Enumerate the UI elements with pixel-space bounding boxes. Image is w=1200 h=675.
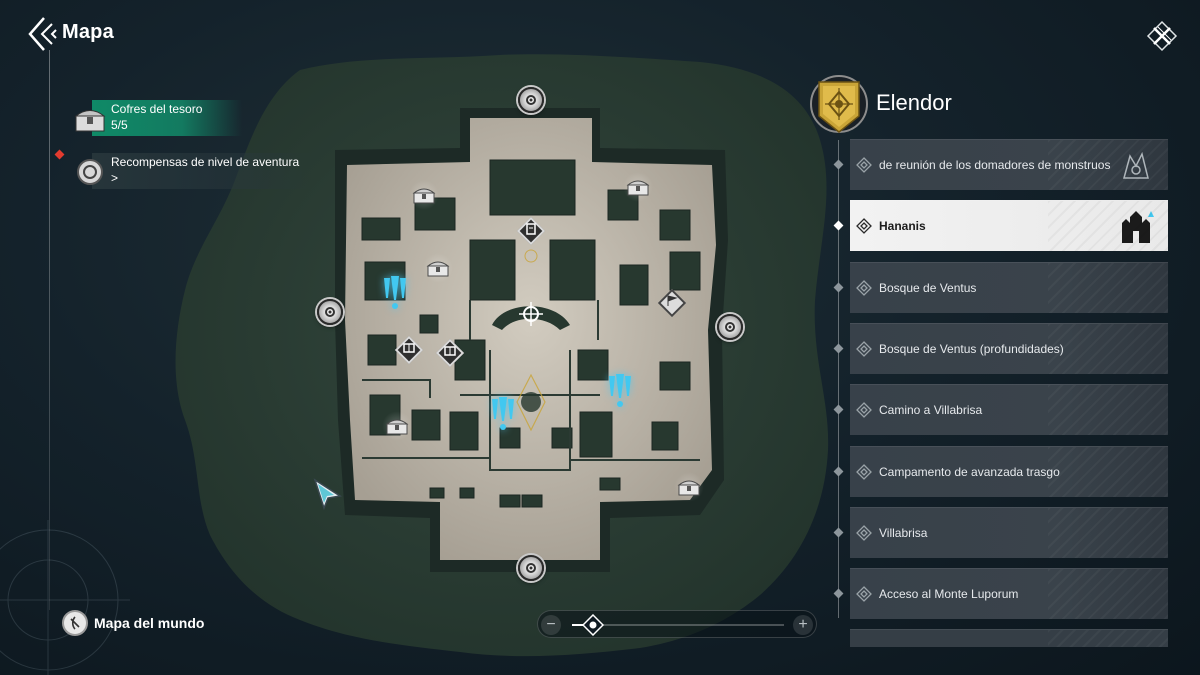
- beast-crest-icon: [1116, 148, 1156, 184]
- region-name: Elendor: [876, 90, 952, 115]
- location-item[interactable]: Camino a Villabrisa: [850, 384, 1168, 436]
- chest-icon: [70, 100, 110, 138]
- globe-icon: [62, 610, 88, 636]
- location-item[interactable]: Bosque de Ventus (profundidades): [850, 322, 1168, 374]
- waypoint-icon: [856, 463, 872, 480]
- flag-marker-icon[interactable]: [657, 288, 687, 318]
- location-item[interactable]: Campamento de avanzada trasgo: [850, 445, 1168, 497]
- waypoint-icon: [856, 524, 872, 541]
- guild-marker-icon[interactable]: [516, 216, 546, 246]
- central-plaza-emblem: [516, 249, 546, 432]
- waypoint-icon: [856, 402, 872, 419]
- location-label: Villabrisa: [879, 525, 928, 540]
- waypoint-icon: [856, 586, 872, 603]
- location-item[interactable]: de reunión de los domadores de monstruos: [850, 139, 1168, 190]
- player-cursor-icon: [312, 478, 342, 510]
- waypoint-icon: [856, 340, 872, 357]
- waypoint-icon: [856, 218, 872, 235]
- location-item[interactable]: Acceso al Monte Luporum: [850, 568, 1168, 620]
- tracked-treasure-chests[interactable]: Cofres del tesoro 5/5: [66, 98, 266, 142]
- tracked-adventure-rewards[interactable]: Recompensas de nivel de aventura >: [66, 151, 326, 195]
- tracked-label: Recompensas de nivel de aventura: [111, 155, 300, 169]
- treasure-chest-icon[interactable]: [382, 411, 412, 441]
- location-label: Bosque de Ventus (profundidades): [879, 341, 1064, 356]
- tracked-strip: [92, 100, 242, 136]
- world-map-button[interactable]: Mapa del mundo: [62, 610, 222, 638]
- location-label: de reunión de los domadores de monstruos: [879, 158, 1111, 172]
- portal-gate-icon[interactable]: [317, 299, 343, 325]
- quest-exclamation-icon[interactable]: [486, 395, 520, 431]
- close-icon: [1146, 20, 1178, 52]
- location-item[interactable]: Villabrisa: [850, 506, 1168, 558]
- location-label: Campamento de avanzada trasgo: [879, 464, 1060, 479]
- world-map-label: Mapa del mundo: [94, 615, 205, 631]
- portal-gate-icon[interactable]: [518, 87, 544, 113]
- back-button[interactable]: [26, 15, 60, 53]
- zoom-out-button[interactable]: −: [541, 615, 561, 635]
- crosshair-icon[interactable]: [519, 302, 543, 326]
- close-button[interactable]: [1140, 14, 1184, 58]
- quest-exclamation-icon[interactable]: [378, 274, 412, 310]
- quest-exclamation-icon[interactable]: [603, 372, 637, 408]
- back-chevron-icon: [28, 17, 57, 51]
- location-label: Bosque de Ventus: [879, 280, 977, 295]
- castle-icon: [1116, 209, 1156, 245]
- left-rail-divider: [49, 50, 50, 610]
- location-item-partial[interactable]: [850, 629, 1168, 648]
- gold-crest-icon: [809, 74, 869, 136]
- tracked-count: 5/5: [111, 118, 128, 132]
- zoom-control: − +: [537, 610, 817, 638]
- portal-gate-icon[interactable]: [518, 555, 544, 581]
- shop-marker-icon[interactable]: [394, 335, 424, 365]
- compass-rose-decoration: [0, 520, 130, 675]
- page-title: Mapa: [62, 21, 114, 43]
- tracked-strip: [92, 153, 312, 189]
- treasure-chest-icon[interactable]: [623, 172, 653, 202]
- zoom-in-button[interactable]: +: [793, 615, 813, 635]
- waypoint-icon: [856, 279, 872, 296]
- tracked-label: Cofres del tesoro: [111, 102, 203, 116]
- shop-marker-icon[interactable]: [435, 338, 465, 368]
- location-list-rail: [838, 140, 839, 618]
- portal-gate-icon[interactable]: [717, 314, 743, 340]
- location-item[interactable]: Bosque de Ventus: [850, 261, 1168, 313]
- treasure-chest-icon[interactable]: [423, 253, 453, 283]
- zoom-slider-thumb[interactable]: [582, 613, 605, 637]
- waypoint-icon: [856, 157, 872, 173]
- reward-medal-icon: [70, 153, 110, 191]
- treasure-chest-icon[interactable]: [674, 472, 704, 502]
- location-label: Camino a Villabrisa: [879, 403, 983, 418]
- tracked-arrow: >: [111, 171, 119, 185]
- location-item[interactable]: Hananis: [850, 200, 1168, 252]
- treasure-chest-icon[interactable]: [409, 180, 439, 210]
- location-label: Acceso al Monte Luporum: [879, 587, 1019, 602]
- location-label: Hananis: [879, 219, 926, 234]
